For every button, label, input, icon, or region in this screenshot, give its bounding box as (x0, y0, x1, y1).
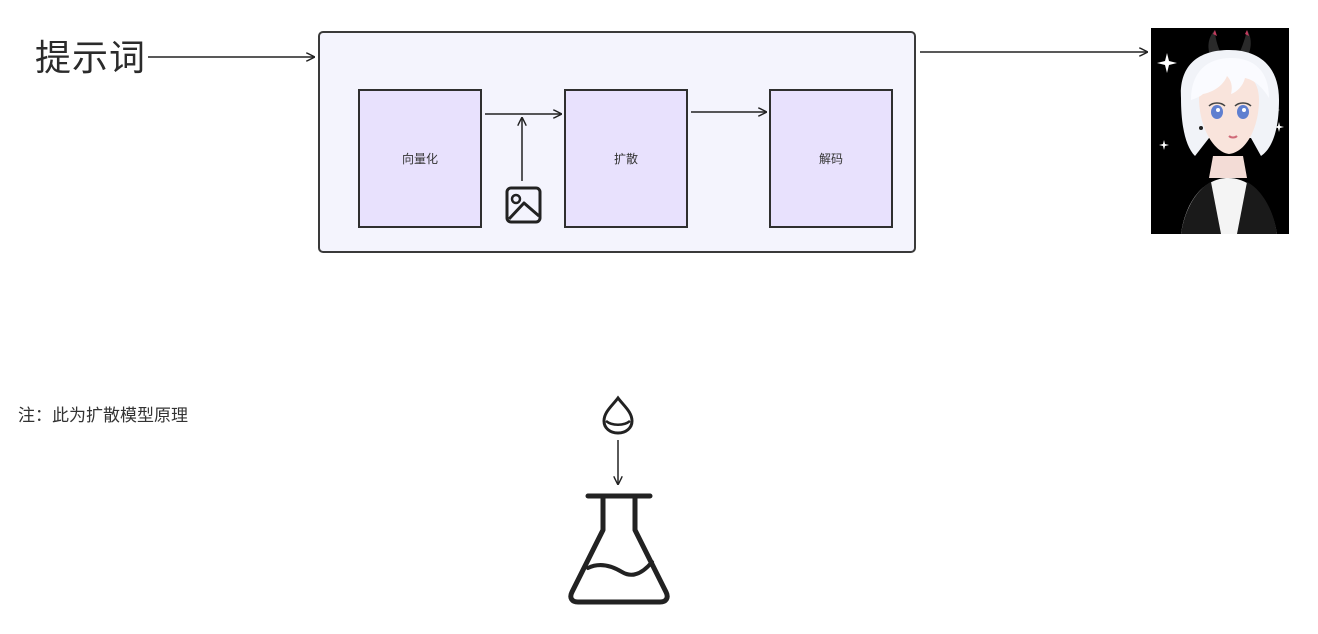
stage-encode: 向量化 (358, 89, 482, 228)
stage-diffuse-label: 扩散 (613, 152, 638, 166)
stage-encode-label: 向量化 (401, 152, 438, 166)
stage-diffuse: 扩散 (564, 89, 688, 228)
anime-girl-portrait (1151, 28, 1289, 234)
note-text: 注：此为扩散模型原理 (18, 406, 188, 426)
stage-decode: 解码 (769, 89, 893, 228)
stage-decode-label: 解码 (818, 152, 843, 166)
output-portrait-image (1151, 28, 1289, 234)
image-icon (505, 186, 542, 224)
prompt-label: 提示词 (35, 38, 147, 79)
droplet-icon (602, 395, 634, 435)
flask-icon (568, 493, 670, 605)
